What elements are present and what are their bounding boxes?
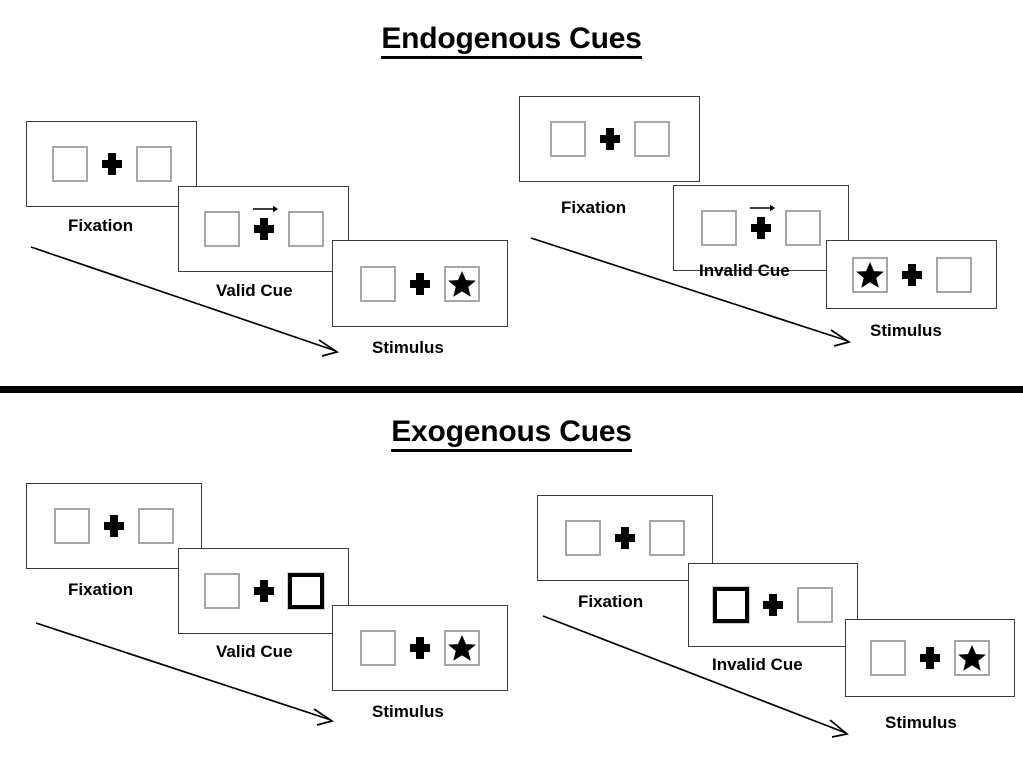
left-placeholder-box — [549, 121, 586, 157]
left-cue-box — [713, 587, 749, 623]
left-placeholder-box — [360, 630, 396, 666]
section-title-exogenous-text: Exogenous Cues — [391, 415, 632, 452]
time-arrow-exogenous-valid — [35, 622, 335, 726]
section-divider — [0, 386, 1023, 393]
left-placeholder-box — [701, 210, 737, 246]
time-arrow-endogenous-valid — [30, 246, 340, 357]
section-title-exogenous: Exogenous Cues — [0, 415, 1023, 452]
right-cue-box — [287, 573, 324, 609]
panel-endogenous-valid-stimulus — [332, 240, 508, 327]
left-placeholder-box — [851, 256, 888, 293]
panel-content — [27, 122, 196, 206]
left-placeholder-box — [870, 640, 906, 676]
panel-content — [333, 606, 507, 690]
panel-endogenous-valid-cue — [178, 186, 349, 272]
section-title-endogenous: Endogenous Cues — [0, 22, 1023, 59]
fixation-cross-icon — [751, 217, 771, 239]
panel-content — [538, 496, 712, 580]
right-placeholder-box — [797, 587, 833, 623]
time-arrow-endogenous-invalid — [530, 237, 852, 347]
left-placeholder-box — [565, 520, 601, 556]
panel-exogenous-invalid-fixation — [537, 495, 713, 581]
left-placeholder-box — [54, 508, 90, 544]
fixation-cross-icon — [410, 272, 430, 295]
fixation-cross-icon — [615, 527, 635, 549]
stage-label-fixation: Fixation — [561, 198, 627, 217]
arrow-right-icon — [252, 205, 278, 213]
right-placeholder-box — [785, 210, 821, 246]
arrow-right-icon — [750, 204, 775, 212]
endogenous-cue-group — [252, 205, 278, 240]
panel-content — [179, 549, 348, 633]
star-icon — [855, 261, 884, 288]
panel-exogenous-invalid-stimulus — [845, 619, 1015, 697]
fixation-cross-icon — [253, 580, 274, 602]
stage-label-stimulus: Stimulus — [885, 713, 957, 732]
stage-label-stimulus: Stimulus — [372, 702, 444, 721]
star-icon — [448, 635, 476, 661]
fixation-cross-icon — [101, 153, 122, 175]
left-placeholder-box — [203, 573, 240, 609]
panel-exogenous-invalid-cue — [688, 563, 858, 647]
right-placeholder-box — [649, 520, 685, 556]
stage-label-stimulus: Stimulus — [870, 321, 942, 340]
stage-label-fixation: Fixation — [68, 580, 134, 599]
panel-content — [179, 187, 348, 271]
panel-content — [333, 241, 507, 326]
right-placeholder-box — [444, 265, 480, 302]
panel-content — [827, 241, 996, 308]
stage-label-valid-cue: Valid Cue — [216, 281, 293, 300]
stage-label-fixation: Fixation — [578, 592, 644, 611]
panel-content — [27, 484, 201, 568]
panel-endogenous-invalid-fixation — [519, 96, 700, 182]
fixation-cross-icon — [920, 647, 940, 669]
stage-label-stimulus: Stimulus — [372, 338, 444, 357]
stage-label-valid-cue: Valid Cue — [216, 642, 293, 661]
panel-endogenous-invalid-stimulus — [826, 240, 997, 309]
right-placeholder-box — [287, 211, 324, 247]
stage-label-fixation: Fixation — [68, 216, 134, 235]
right-placeholder-box — [935, 256, 972, 293]
panel-exogenous-valid-cue — [178, 548, 349, 634]
right-placeholder-box — [138, 508, 174, 544]
endogenous-cue-group — [750, 204, 775, 239]
panel-content — [674, 186, 848, 270]
right-placeholder-box — [444, 630, 480, 666]
fixation-cross-icon — [104, 515, 124, 537]
panel-content — [846, 620, 1014, 696]
right-placeholder-box — [954, 640, 990, 676]
stage-label-invalid-cue: Invalid Cue — [699, 261, 790, 280]
fixation-cross-icon — [599, 128, 620, 150]
panel-endogenous-invalid-cue — [673, 185, 849, 271]
left-placeholder-box — [51, 146, 88, 182]
panel-content — [689, 564, 857, 646]
panel-content — [520, 97, 699, 181]
star-icon — [958, 645, 986, 671]
fixation-cross-icon — [253, 218, 274, 240]
left-placeholder-box — [203, 211, 240, 247]
stage-label-invalid-cue: Invalid Cue — [712, 655, 803, 674]
panel-exogenous-valid-stimulus — [332, 605, 508, 691]
fixation-cross-icon — [901, 263, 922, 286]
fixation-cross-icon — [410, 637, 430, 659]
section-title-endogenous-text: Endogenous Cues — [381, 22, 642, 59]
star-icon — [448, 270, 476, 297]
fixation-cross-icon — [763, 594, 783, 616]
panel-endogenous-valid-fixation — [26, 121, 197, 207]
right-placeholder-box — [135, 146, 172, 182]
right-placeholder-box — [633, 121, 670, 157]
panel-exogenous-valid-fixation — [26, 483, 202, 569]
left-placeholder-box — [360, 265, 396, 302]
time-arrow-exogenous-invalid — [542, 615, 849, 738]
